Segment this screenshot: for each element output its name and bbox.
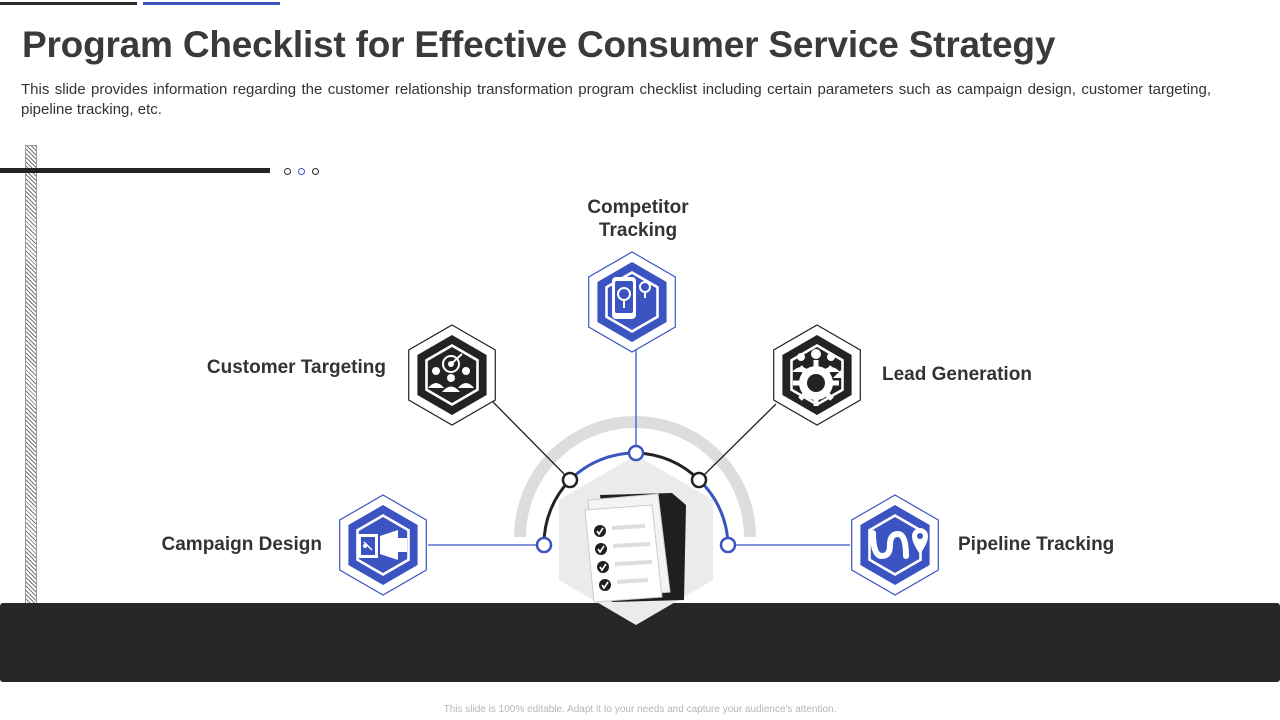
divider-line [0,168,270,173]
hex-badge-pipeline [851,494,939,596]
page-title: Program Checklist for Effective Consumer… [22,24,1056,65]
node-dot [627,444,645,462]
checklist-document-icon [584,493,686,603]
decorative-dot [312,168,319,175]
top-accent-bar-blue [143,2,280,5]
node-dot [561,471,579,489]
target-audience-icon [428,353,474,392]
top-accent-bar-dark [0,2,137,5]
mobile-search-icon [612,277,651,319]
megaphone-icon [358,530,407,560]
route-pin-icon [870,528,928,560]
label-campaign-design: Campaign Design [161,534,322,555]
node-dot [690,471,708,489]
decorative-dot [284,168,291,175]
footer-note: This slide is 100% editable. Adapt it to… [443,704,837,715]
label-competitor-tracking: Competitor Tracking [587,197,689,241]
slide-description: This slide provides information regardin… [21,81,1211,118]
connector-line [492,401,571,481]
node-dot [719,536,737,554]
label-pipeline-tracking: Pipeline Tracking [958,534,1115,555]
team-gear-icon [792,349,843,406]
outer-arc [514,416,756,538]
node-dot [535,536,553,554]
label-lead-generation: Lead Generation [882,364,1032,385]
decorative-dot-blue [298,168,305,175]
label-customer-targeting: Customer Targeting [206,357,386,378]
connector-line [698,403,777,481]
